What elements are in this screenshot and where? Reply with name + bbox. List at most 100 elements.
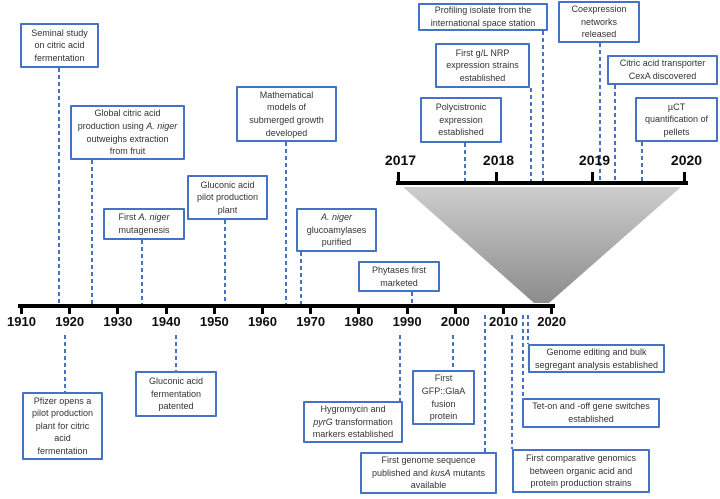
event-box-text-line: markers established [312,429,394,440]
year-label-1930: 1930 [103,314,133,329]
event-box-text-line: mutagenesis [118,225,170,235]
axis-tick [591,172,594,181]
tet-switches-box: Tet-on and -off gene switches established [522,398,660,428]
event-box-text-line: pellets [663,126,690,137]
event-box-text-line: Tet-on and -off gene switches [532,401,650,412]
year-label-1920: 1920 [55,314,85,329]
axis-tick [309,304,313,314]
transformation-markers-connector [399,335,401,401]
polycistronic-expression-connector [464,143,466,181]
axis-tick [212,304,216,314]
event-box-text-line: Gluconic acid [148,376,204,387]
event-box-text-line: established [568,414,614,424]
event-box-text-line: plant for citric [35,420,90,431]
event-box-text-line: developed [265,127,308,138]
event-box-text-line: submerged growth [249,115,324,125]
event-box-text-line: CexA discovered [628,71,697,81]
gluconic-pilot-plant-connector [224,220,226,304]
phytases-marketed-connector [411,292,413,304]
event-box-text-line: First comparative genomics [525,453,637,464]
event-box-text-line: Hygromycin and [320,404,386,415]
event-box-text-line: outweighs extraction [86,133,169,144]
year-label-1970: 1970 [296,314,326,329]
axis-tick [20,304,23,314]
pfizer-pilot-plant-connector [64,335,66,392]
event-box-text-line: protein [429,411,458,422]
event-box-text-line: Coexpression [571,4,627,15]
event-box-text-line: First [434,373,453,384]
main-timeline-axis [18,304,555,308]
comparative-genomics-connector [511,335,513,449]
event-box-text-line: Gluconic acid [200,179,255,190]
year-label-2020: 2020 [670,152,703,168]
first-mutagenesis-connector [141,240,143,304]
event-box-text-line: Profiling isolate from the [434,5,532,16]
event-box-text-line: plant [217,204,238,215]
year-label-2018: 2018 [482,152,515,168]
year-label-2019: 2019 [578,152,611,168]
gfp-glaa-fusion-connector [452,335,454,370]
year-label-1960: 1960 [248,314,277,329]
funnel-shape [403,187,681,303]
event-box-text-line: Polycistronic [435,102,487,113]
axis-tick [453,304,457,314]
axis-tick [116,304,120,314]
space-station-isolate-connector [542,31,544,181]
glucoamylases-purified-connector [300,252,302,304]
event-box-text-line: A. niger [320,212,353,223]
event-box-text-line: models of [266,102,307,113]
axis-tick [68,304,72,314]
event-box-text-line: protein production strains [530,478,632,489]
year-label-1990: 1990 [392,314,422,329]
axis-tick [397,172,400,181]
event-box-text-line: µCT [667,101,686,112]
space-station-isolate-box: Profiling isolate from the international … [418,3,548,31]
event-box-text-line: expression strains [446,60,519,71]
event-box-text-line: Genome editing and bulk [546,346,647,357]
uct-quantification-connector [641,142,643,181]
event-box-text-line: acid [54,433,71,444]
coexpression-networks-connector [599,43,601,181]
event-box-text-line: fusion [431,398,456,409]
year-label-1910: 1910 [7,314,36,329]
event-box-text-line: fermentation [34,52,85,63]
event-box-text-line: established [459,72,506,83]
axis-tick [405,304,409,314]
event-box-text-line: quantification of [644,114,709,125]
event-box-text-line: international space station [430,18,536,28]
cexa-transporter-connector [614,85,616,181]
event-box-text-line: available [410,480,447,491]
axis-tick [495,172,498,181]
event-box-text-line: on citric acid [34,40,85,51]
genome-editing-connector [527,315,529,344]
year-label-1950: 1950 [199,314,229,329]
event-box-text-line: expression [439,114,483,125]
axis-tick [357,304,361,314]
nrp-expression-strains-connector [530,88,532,181]
event-box-text-line: established [438,127,484,138]
gluconic-patent-connector [175,335,177,371]
event-box-text-line: from fruit [109,146,146,157]
year-label-1980: 1980 [344,314,374,329]
event-box-text-line: networks [580,16,617,27]
year-label-2017: 2017 [384,152,417,168]
event-box-text-line: pyrG transformation [313,416,393,427]
year-label-2020: 2020 [537,314,567,329]
event-box-text-line: marketed [380,277,418,288]
zoom-timeline-axis [396,181,688,185]
tet-switches-connector [522,315,524,398]
